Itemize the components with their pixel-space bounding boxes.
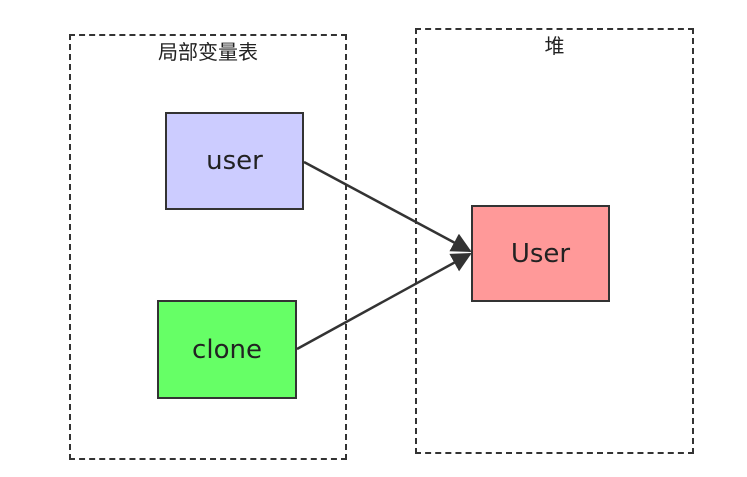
clone-var-label: clone [192, 334, 262, 365]
user-var-node: user [165, 112, 304, 210]
clone-var-node: clone [157, 300, 297, 399]
arrow-user-to-User [303, 160, 472, 253]
arrow-clone-to-User [296, 252, 472, 351]
heap-frame: 堆 [415, 28, 694, 454]
user-object-label: User [510, 238, 571, 269]
heap-title: 堆 [544, 34, 565, 58]
local-vars-title: 局部变量表 [158, 40, 258, 64]
local-vars-frame: 局部变量表 [69, 34, 347, 460]
user-var-label: user [206, 146, 263, 176]
user-object-node: User [471, 205, 610, 302]
